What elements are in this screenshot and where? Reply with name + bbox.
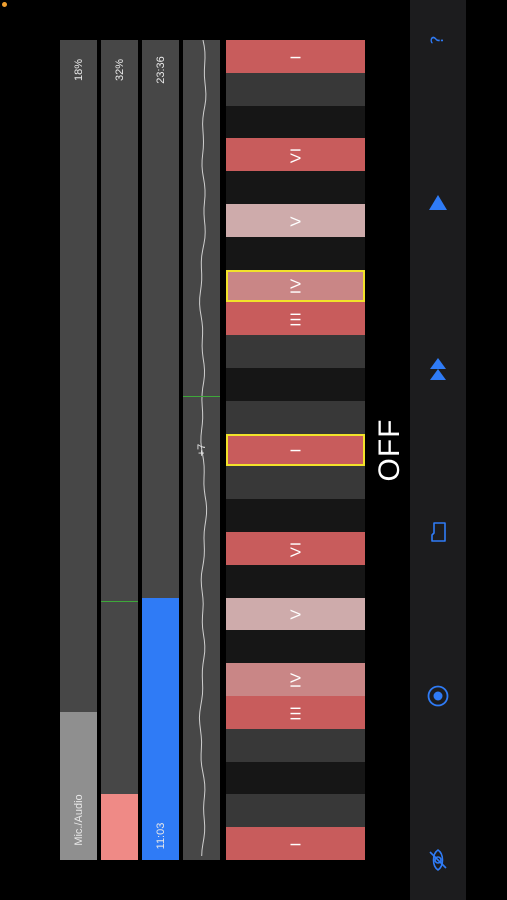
pitch-wave — [198, 40, 208, 857]
mic-audio-label: Mic./Audio — [72, 794, 85, 846]
chord-key-iv[interactable]: IV — [226, 663, 365, 697]
percent-meter: 32% — [101, 40, 138, 860]
elapsed-time: 11:03 — [154, 822, 167, 850]
record-button[interactable] — [410, 676, 466, 716]
visibility-button[interactable] — [410, 840, 466, 880]
chord-key-label: I — [287, 841, 304, 847]
skip-button[interactable] — [410, 349, 466, 389]
chord-key-blank[interactable] — [226, 564, 365, 599]
highlighted-key-frame — [226, 269, 365, 303]
chord-key-label: V — [287, 215, 304, 227]
chord-key-blank[interactable] — [226, 171, 365, 205]
svg-text:?: ? — [428, 35, 448, 44]
time-meter: 23:36 11:03 — [142, 40, 179, 860]
status-dot — [2, 2, 7, 7]
chord-key-v[interactable]: V — [226, 204, 365, 238]
chord-key-blank[interactable] — [226, 335, 365, 369]
play-icon — [429, 195, 447, 210]
pitch-meter: +7 — [183, 40, 220, 860]
percent-value: 32% — [113, 58, 126, 82]
mic-audio-meter: 18% Mic./Audio — [60, 40, 97, 860]
chord-key-blank[interactable] — [226, 761, 365, 795]
chord-key-blank[interactable] — [226, 466, 365, 500]
chord-key-blank[interactable] — [226, 794, 365, 828]
chord-key-blank[interactable] — [226, 236, 365, 271]
chord-key-blank[interactable] — [226, 630, 365, 664]
chord-key-label: IV — [287, 671, 304, 688]
chord-key-blank[interactable] — [226, 728, 365, 763]
highlighted-key-frame — [226, 433, 365, 467]
chord-key-label: III — [287, 311, 304, 327]
record-icon — [427, 685, 449, 707]
pitch-offset: +7 — [195, 443, 208, 457]
mic-audio-level-fill — [60, 712, 97, 860]
mic-audio-percent: 18% — [72, 58, 85, 82]
chord-key-blank[interactable] — [226, 105, 365, 139]
chord-key-i[interactable]: I — [226, 40, 365, 74]
side-toolbar: ? — [410, 0, 466, 900]
help-button[interactable]: ? — [410, 20, 466, 60]
chord-key-label: V — [287, 608, 304, 620]
help-icon: ? — [428, 35, 448, 44]
skip-icon — [430, 358, 446, 380]
chord-key-blank[interactable] — [226, 499, 365, 533]
folder-button[interactable] — [410, 512, 466, 552]
off-label: OFF — [373, 418, 406, 482]
chord-key-blank[interactable] — [226, 368, 365, 402]
elapsed-time-fill — [142, 597, 179, 860]
chord-key-v[interactable]: V — [226, 597, 365, 631]
play-button[interactable] — [410, 184, 466, 224]
pitch-target-line — [183, 395, 220, 397]
chord-key-label: III — [287, 704, 304, 721]
chord-key-iv[interactable]: IV — [226, 269, 365, 303]
chord-key-iii[interactable]: III — [226, 302, 365, 336]
percent-target-line — [101, 600, 138, 602]
percent-level-fill — [101, 794, 138, 860]
chord-key-label: VI — [287, 540, 304, 557]
chord-key-label: VI — [287, 146, 304, 164]
hidden-eye-icon — [429, 849, 447, 871]
chord-key-vi[interactable]: VI — [226, 138, 365, 172]
folder-icon — [431, 522, 446, 542]
chord-key-blank[interactable] — [226, 72, 365, 107]
chord-key-vi[interactable]: VI — [226, 532, 365, 566]
chord-key-iii[interactable]: III — [226, 696, 365, 730]
chord-key-i[interactable]: I — [226, 827, 365, 861]
chord-key-blank[interactable] — [226, 400, 365, 435]
total-time: 23:36 — [154, 56, 167, 84]
chord-key-i[interactable]: I — [226, 433, 365, 467]
chord-key-label: I — [287, 54, 304, 60]
